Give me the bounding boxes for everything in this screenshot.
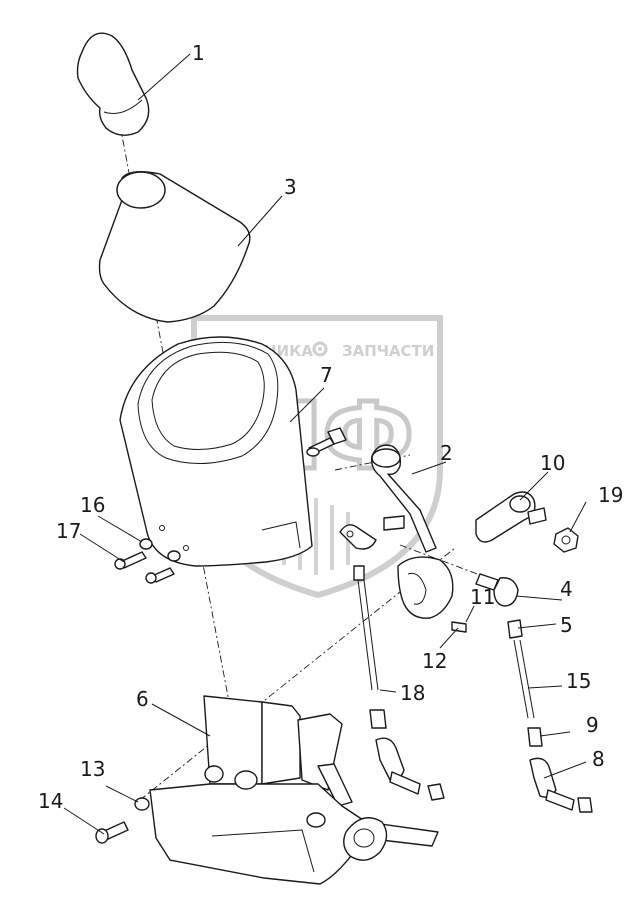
gear-icon (312, 341, 328, 357)
callout-16: 16 (80, 493, 105, 517)
part-ball-joint (475, 491, 547, 543)
part-pin (451, 621, 467, 633)
watermark-text-right: ЗАПЧАСТИ (342, 342, 434, 360)
part-washer-bolt-bottom (95, 797, 150, 844)
callout-numbers: 1 2 3 4 5 6 7 8 9 10 11 12 13 14 15 16 1… (38, 41, 623, 813)
part-nut-19 (553, 527, 579, 553)
callout-10: 10 (540, 451, 565, 475)
callout-11: 11 (470, 585, 495, 609)
callout-15: 15 (566, 669, 591, 693)
callout-5: 5 (560, 613, 573, 637)
callout-2: 2 (440, 441, 453, 465)
callout-8: 8 (592, 747, 605, 771)
part-boot (98, 171, 251, 323)
callout-1: 1 (192, 41, 205, 65)
part-bracket (149, 695, 439, 885)
callout-18: 18 (400, 681, 425, 705)
part-cover (119, 336, 313, 567)
callout-7: 7 (320, 363, 333, 387)
part-lever (370, 444, 454, 619)
leader-lines (63, 53, 587, 835)
part-rod-15 (507, 619, 593, 813)
callout-6: 6 (136, 687, 149, 711)
callout-9: 9 (586, 713, 599, 737)
part-cover-bolt (306, 427, 347, 457)
part-rod-end-small (475, 573, 519, 607)
callout-12: 12 (422, 649, 447, 673)
callout-4: 4 (560, 577, 573, 601)
part-washers-bolts-left (114, 538, 181, 584)
callout-13: 13 (80, 757, 105, 781)
callout-19: 19 (598, 483, 623, 507)
callout-17: 17 (56, 519, 81, 543)
part-rod-18 (339, 524, 445, 801)
callout-14: 14 (38, 789, 63, 813)
part-knob (76, 32, 150, 136)
callout-3: 3 (284, 175, 297, 199)
